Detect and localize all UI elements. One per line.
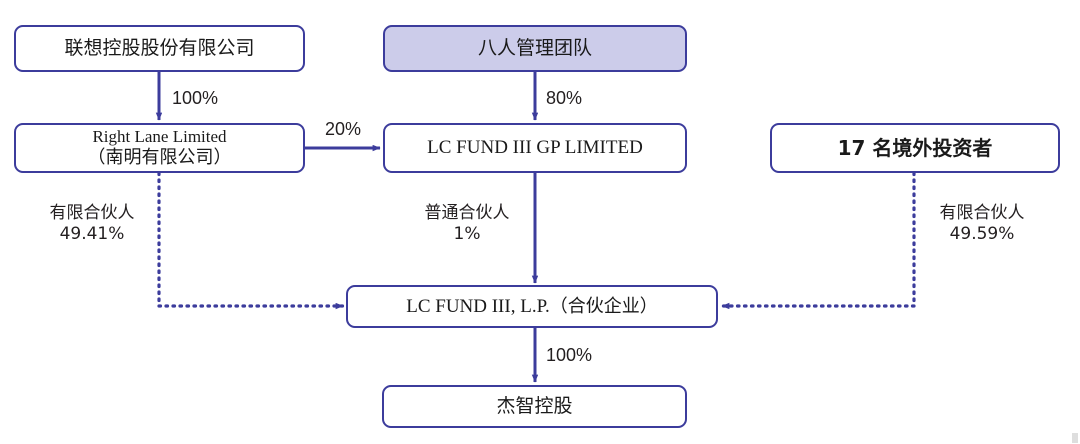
node-offshore-investors-label: 17 名境外投资者 [837,135,993,160]
edge-label-80: 80% [546,88,583,108]
edge-label-20: 20% [325,119,362,139]
node-fund-lp[interactable]: LC FUND III, L.P.（合伙企业） [346,285,718,328]
node-legend-holdings[interactable]: 联想控股股份有限公司 [14,25,305,72]
edge-label-100-bottom: 100% [546,345,593,365]
node-right-lane-label-cn: （南明有限公司） [87,146,232,168]
node-gp-limited[interactable]: LC FUND III GP LIMITED [383,123,687,173]
edge-label-lp-left: 有限合伙人 49.41% [34,203,150,246]
edge-label-gp-role: 普通合伙人 [424,203,510,223]
page-corner-artifact [1072,433,1078,443]
edge-label-lp-right-pct: 49.59% [949,224,1015,245]
node-gp-limited-label: LC FUND III GP LIMITED [427,137,643,159]
edge-label-lp-right: 有限合伙人 49.59% [924,203,1040,246]
node-fund-lp-label-cn: （合伙企业） [549,295,658,317]
node-management-team[interactable]: 八人管理团队 [383,25,687,72]
node-jiezhi-label: 杰智控股 [496,394,573,417]
node-fund-lp-label-en: LC FUND III, L.P. [406,295,550,317]
node-right-lane[interactable]: Right Lane Limited （南明有限公司） [14,123,305,173]
node-management-team-label: 八人管理团队 [477,36,592,59]
edge-label-gp: 普通合伙人 1% [409,203,525,246]
edge-label-gp-pct: 1% [453,224,481,245]
node-legend-holdings-label: 联想控股股份有限公司 [64,36,255,59]
node-jiezhi[interactable]: 杰智控股 [382,385,687,428]
edge-rightlane-to-fund-lp [157,171,345,310]
node-fund-lp-text: LC FUND III, L.P.（合伙企业） [348,296,716,318]
edge-label-lp-left-role: 有限合伙人 [49,203,135,223]
node-right-lane-text: Right Lane Limited （南明有限公司） [16,127,303,168]
edge-investors-to-fund-lp [720,171,916,310]
node-right-lane-label-en: Right Lane Limited [92,127,227,147]
node-offshore-investors[interactable]: 17 名境外投资者 [770,123,1060,173]
edge-label-100-top: 100% [172,88,219,108]
edge-label-lp-left-pct: 49.41% [59,224,125,245]
edge-label-lp-right-role: 有限合伙人 [939,203,1025,223]
